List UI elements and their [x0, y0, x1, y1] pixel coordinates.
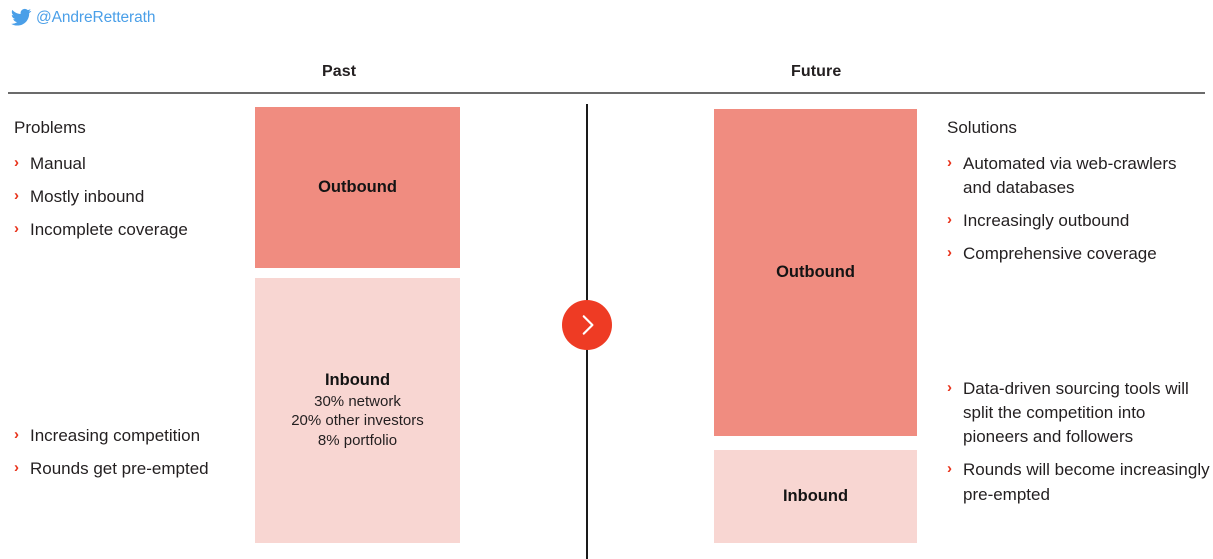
past-inbound-line: 8% portfolio — [317, 431, 398, 449]
past-outbound-title: Outbound — [318, 178, 397, 196]
list-item: › Incomplete coverage — [14, 218, 254, 242]
list-item: › Increasing competition — [14, 424, 254, 448]
chevron-bullet-icon: › — [947, 244, 952, 262]
problems-heading: Problems — [14, 118, 86, 137]
list-item: › Automated via web-crawlers and databas… — [947, 152, 1209, 200]
list-item-label: Rounds will become increasingly pre-empt… — [963, 460, 1210, 504]
twitter-bird-icon — [10, 8, 32, 28]
list-item: › Rounds get pre-empted — [14, 457, 254, 481]
transition-arrow-button[interactable] — [562, 300, 612, 350]
header-future-label: Future — [791, 63, 842, 80]
past-inbound-details: 30% network 20% other investors 8% portf… — [291, 392, 424, 450]
list-item-label: Comprehensive coverage — [963, 244, 1157, 264]
list-item-label: Manual — [30, 154, 86, 173]
list-item-label: Rounds get pre-empted — [30, 459, 209, 479]
chevron-bullet-icon: › — [14, 187, 19, 205]
future-inbound-box: Inbound — [714, 450, 917, 543]
problems-top-list: › Manual › Mostly inbound › Incomplete c… — [14, 152, 254, 251]
chevron-bullet-icon: › — [14, 459, 19, 477]
chevron-bullet-icon: › — [14, 426, 19, 443]
list-item: › Data-driven sourcing tools will split … — [947, 377, 1213, 449]
past-outbound-box: Outbound — [255, 107, 460, 268]
list-item-label: Incomplete coverage — [30, 220, 188, 240]
list-item-label: Increasing competition — [30, 426, 201, 445]
horizontal-divider — [8, 92, 1205, 94]
solutions-bottom-list: › Data-driven sourcing tools will split … — [947, 377, 1213, 516]
past-inbound-box: Inbound 30% network 20% other investors … — [255, 278, 460, 543]
chevron-bullet-icon: › — [947, 379, 952, 396]
chevron-bullet-icon: › — [14, 220, 19, 238]
list-item: › Manual — [14, 152, 254, 176]
list-item-label: Increasingly outbound — [963, 211, 1130, 231]
solutions-heading: Solutions — [947, 118, 1017, 137]
chevron-bullet-icon: › — [947, 154, 952, 171]
chevron-bullet-icon: › — [14, 154, 19, 171]
future-outbound-box: Outbound — [714, 109, 917, 436]
list-item-label: Mostly inbound — [30, 187, 145, 207]
solutions-top-list: › Automated via web-crawlers and databas… — [947, 152, 1209, 276]
twitter-handle-text: @AndreRetterath — [36, 9, 156, 26]
chevron-right-icon — [574, 312, 600, 338]
list-item: › Increasingly outbound — [947, 209, 1209, 233]
list-item: › Comprehensive coverage — [947, 242, 1209, 266]
problems-bottom-list: › Increasing competition › Rounds get pr… — [14, 424, 254, 490]
list-item: › Rounds will become increasingly pre-em… — [947, 458, 1213, 506]
past-inbound-line: 30% network — [314, 393, 401, 411]
chevron-bullet-icon: › — [947, 211, 952, 229]
header-past-label: Past — [322, 63, 357, 80]
future-outbound-title: Outbound — [776, 263, 855, 281]
past-inbound-line: 20% other investors — [291, 412, 424, 430]
chevron-bullet-icon: › — [947, 460, 952, 478]
list-item-label: Data-driven sourcing tools will split th… — [963, 379, 1189, 447]
list-item-label: Automated via web-crawlers and databases — [963, 154, 1177, 198]
future-inbound-title: Inbound — [782, 487, 849, 505]
past-inbound-title: Inbound — [324, 371, 391, 390]
twitter-handle[interactable]: @AndreRetterath — [10, 8, 155, 28]
list-item: › Mostly inbound — [14, 185, 254, 209]
